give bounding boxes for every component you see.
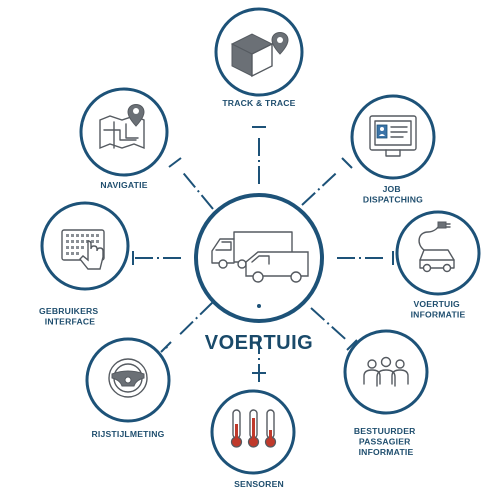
node-label: VOERTUIG INFORMATIE xyxy=(411,299,466,320)
vehicles-icon xyxy=(211,231,309,283)
node-label: GEBRUIKERS INTERFACE xyxy=(39,306,101,327)
people-group-icon xyxy=(363,356,409,387)
node-label: SENSOREN xyxy=(234,479,284,489)
node-driving-style[interactable]: RIJSTIJLMETING xyxy=(85,337,171,439)
connector-job xyxy=(301,162,348,206)
map-pin-icon xyxy=(99,104,145,150)
node-label: RIJSTIJLMETING xyxy=(92,429,165,439)
center-label: VOERTUIG xyxy=(205,332,313,354)
monitor-profile-icon xyxy=(369,115,417,157)
thermometers-icon xyxy=(230,409,277,448)
node-driver-info[interactable]: BESTUURDER PASSAGIER INFORMATIE xyxy=(343,329,429,457)
steering-wheel-icon xyxy=(108,358,148,398)
node-label: NAVIGATIE xyxy=(100,180,147,190)
node-label: BESTUURDER PASSAGIER INFORMATIE xyxy=(354,426,418,457)
connectors xyxy=(132,126,394,388)
connector-navigation xyxy=(174,162,214,210)
node-vehicle-info[interactable]: VOERTUIG INFORMATIE xyxy=(395,210,481,320)
node-ui[interactable]: GEBRUIKERS INTERFACE xyxy=(39,201,130,327)
node-track[interactable]: TRACK & TRACE xyxy=(214,7,304,108)
electric-car-icon xyxy=(418,221,455,273)
node-label: TRACK & TRACE xyxy=(222,98,295,108)
package-location-icon xyxy=(230,32,289,78)
node-sensors[interactable]: SENSOREN xyxy=(210,389,296,489)
node-label: JOB DISPATCHING xyxy=(363,184,423,205)
connector-driving-style xyxy=(165,301,214,349)
touchscreen-icon xyxy=(61,229,105,270)
node-navigation[interactable]: NAVIGATIE xyxy=(79,87,169,190)
center-node xyxy=(194,193,324,323)
connector-driver-info xyxy=(310,307,353,346)
node-job[interactable]: JOB DISPATCHING xyxy=(350,94,436,205)
